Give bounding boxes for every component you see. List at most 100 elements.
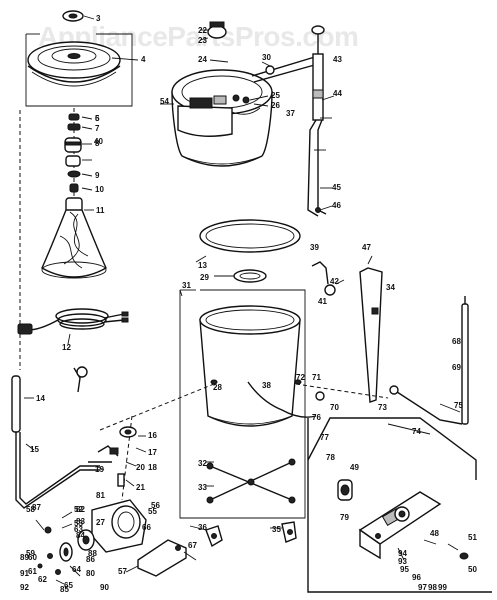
basket-fill-tube (247, 381, 317, 418)
callout-28: 28 (213, 383, 222, 392)
callout-30: 30 (262, 53, 271, 62)
callout-80: 80 (86, 569, 95, 578)
callout-56: 56 (151, 501, 160, 510)
callout-12: 12 (62, 343, 71, 352)
callout-32: 32 (198, 459, 207, 468)
control-assembly-box (307, 417, 492, 593)
agitator (41, 197, 107, 279)
callout-41: 41 (318, 297, 327, 306)
callout-49: 49 (350, 463, 359, 472)
callout-83: 83 (76, 517, 85, 526)
callout-91: 91 (20, 569, 29, 578)
callout-5: 5 (95, 114, 100, 123)
callout-39: 39 (310, 243, 319, 252)
callout-51: 51 (468, 533, 477, 542)
callout-44: 44 (333, 89, 342, 98)
callout-94: 94 (398, 549, 407, 558)
callout-59: 59 (26, 549, 35, 558)
callout-74: 74 (412, 427, 421, 436)
callout-43: 43 (333, 55, 342, 64)
callout-61: 61 (28, 567, 37, 576)
callout-10: 10 (95, 185, 104, 194)
tub-ring-label (189, 97, 213, 109)
washer (67, 123, 81, 131)
callout-24: 24 (198, 55, 207, 64)
right-side-parts (311, 255, 469, 435)
tub-ring (199, 219, 301, 253)
callout-98: 98 (428, 583, 437, 592)
callout-4: 4 (141, 55, 146, 64)
callout-68: 68 (452, 337, 461, 346)
callout-27: 27 (96, 518, 105, 527)
callout-18: 18 (148, 463, 157, 472)
callout-48: 48 (430, 529, 439, 538)
callout-16: 16 (148, 431, 157, 440)
callout-72: 72 (296, 373, 305, 382)
callout-33: 33 (198, 483, 207, 492)
callout-84: 84 (76, 531, 85, 540)
callout-67: 67 (188, 541, 197, 550)
callout-36: 36 (198, 523, 207, 532)
callout-40: 40 (94, 137, 103, 146)
callout-29: 29 (200, 273, 209, 282)
callout-78: 78 (326, 453, 335, 462)
timer-knob (459, 552, 469, 560)
drain-hose (359, 267, 383, 403)
callout-23: 23 (198, 36, 207, 45)
callout-8: 8 (95, 139, 100, 148)
water-valve-parts (88, 426, 147, 487)
callout-14: 14 (36, 394, 45, 403)
left-side-parts (11, 366, 100, 509)
agitator-bolt (69, 183, 79, 193)
callout-81: 81 (96, 491, 105, 500)
callout-71: 71 (312, 373, 321, 382)
callout-97: 97 (418, 583, 427, 592)
tub-seal (233, 269, 267, 283)
callout-20: 20 (136, 463, 145, 472)
callout-35: 35 (272, 525, 281, 534)
basket-assembly-box (179, 289, 306, 519)
callout-66: 66 (142, 523, 151, 532)
callout-85: 85 (60, 585, 69, 594)
callout-90: 90 (100, 583, 109, 592)
fill-hose-nozzle (207, 25, 227, 39)
outer-tub-cover-assembly (160, 21, 273, 167)
callout-38: 38 (262, 381, 271, 390)
callout-9: 9 (95, 171, 100, 180)
callout-76: 76 (312, 413, 321, 422)
callout-77: 77 (320, 433, 329, 442)
callout-62: 62 (38, 575, 47, 584)
callout-64: 64 (72, 565, 81, 574)
callout-34: 34 (386, 283, 395, 292)
callout-37: 37 (286, 109, 295, 118)
callout-89: 89 (20, 553, 29, 562)
callout-63: 63 (74, 525, 83, 534)
callout-65: 65 (64, 581, 73, 590)
callout-92: 92 (20, 583, 29, 592)
callout-31: 31 (182, 281, 191, 290)
callout-60: 60 (28, 553, 37, 562)
callout-52: 52 (74, 505, 83, 514)
callout-86: 86 (86, 555, 95, 564)
power-cord (17, 308, 129, 345)
callout-73: 73 (378, 403, 387, 412)
callout-69: 69 (452, 363, 461, 372)
callout-93: 93 (398, 557, 407, 566)
callout-6: 6 (95, 114, 100, 123)
hose-standpipe (312, 53, 324, 121)
valve-spring (117, 473, 125, 487)
callout-21: 21 (136, 483, 145, 492)
callout-42: 42 (330, 277, 339, 286)
heater-element (11, 375, 21, 433)
callout-87: 87 (32, 503, 41, 512)
callout-17: 17 (148, 448, 157, 457)
callout-50: 50 (468, 565, 477, 574)
callout-58: 58 (26, 505, 35, 514)
callout-75: 75 (454, 401, 463, 410)
plug (17, 323, 33, 335)
motor-mount-bracket (137, 539, 187, 577)
callout-46: 46 (332, 201, 341, 210)
callout-22: 22 (198, 26, 207, 35)
